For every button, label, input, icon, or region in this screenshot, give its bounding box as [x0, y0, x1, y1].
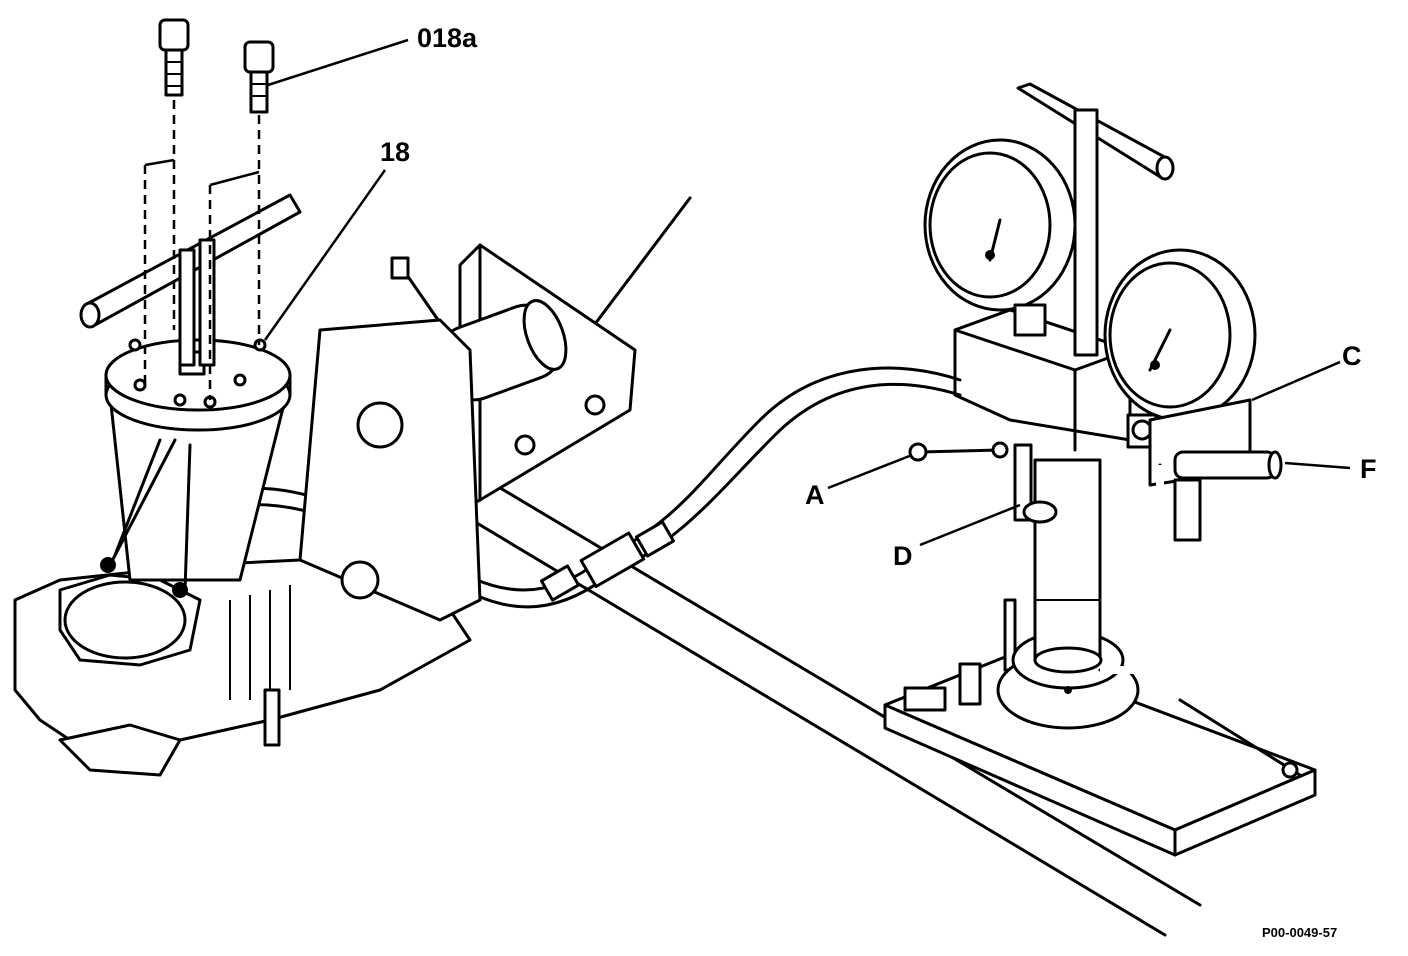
pressure-gauge-left — [923, 138, 1077, 337]
return-pipe — [1098, 450, 1283, 674]
label-18: 18 — [380, 137, 410, 167]
bolt-right — [243, 40, 275, 114]
label-018a: 018a — [417, 23, 478, 53]
leader-lines — [263, 38, 1351, 547]
bolt-alignment-lines — [143, 100, 261, 400]
injector-body — [108, 393, 287, 592]
shutoff-valve-a — [908, 441, 1009, 462]
figure-code: P00-0049-57 — [1262, 925, 1337, 940]
label-c: C — [1342, 341, 1362, 371]
label-f: F — [1360, 454, 1377, 484]
nozzle-holder-18 — [104, 338, 292, 432]
adjusting-knob-d — [1013, 443, 1058, 524]
pump-housing — [13, 318, 482, 777]
bolt-left — [158, 18, 190, 97]
label-a: A — [805, 480, 825, 510]
pressure-gauge-right — [1103, 248, 1257, 422]
holder-crossbar — [79, 193, 302, 367]
label-d: D — [893, 541, 913, 571]
test-stand-base — [883, 598, 1317, 857]
